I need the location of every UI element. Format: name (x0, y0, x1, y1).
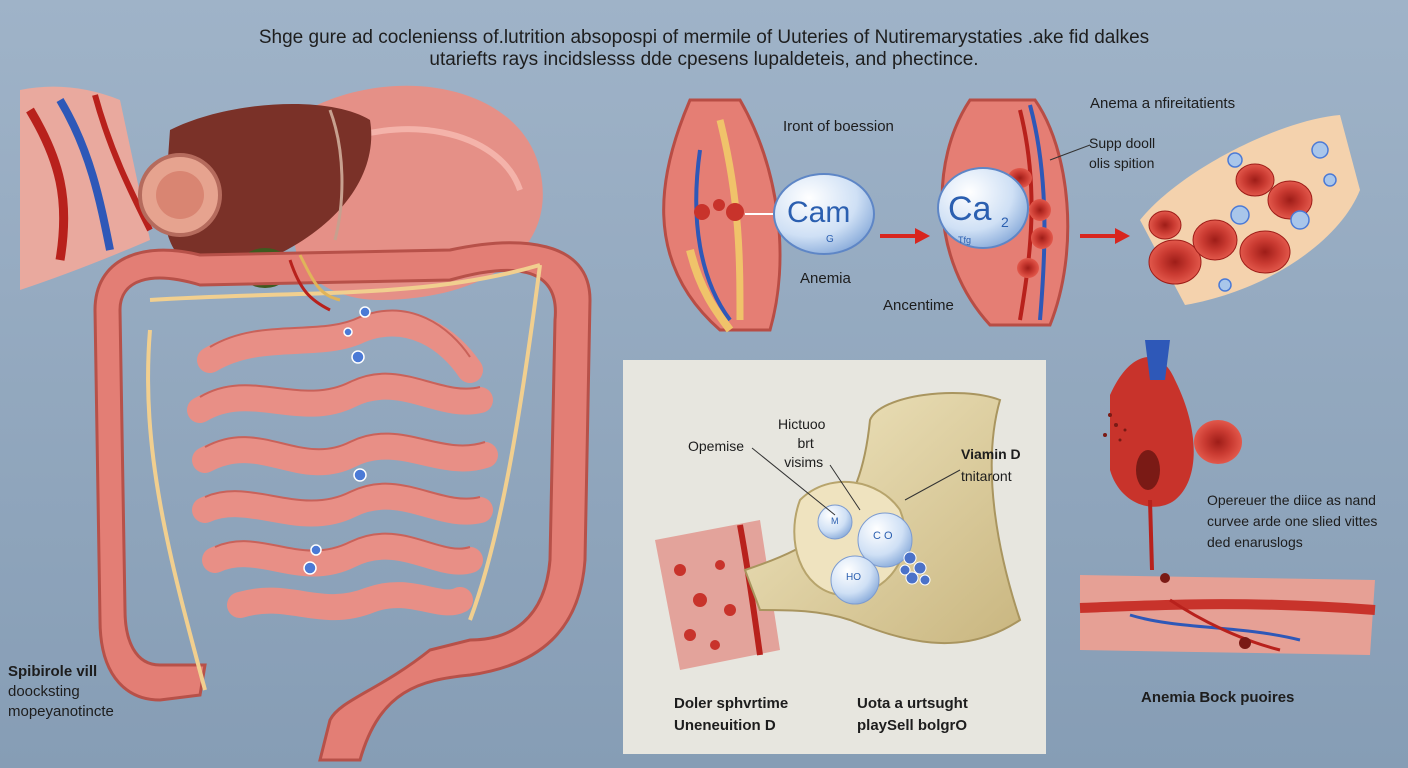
large-intestine (93, 241, 592, 762)
vein (694, 149, 732, 322)
vessel-text: Opereuer the diice as nand curvee arde o… (1207, 490, 1377, 553)
label-ancentime: Ancentime (883, 297, 954, 314)
label-hictuoo-line1: Hictuoo (778, 416, 826, 432)
vessel-text-line3: ded enaruslogs (1207, 534, 1303, 550)
vein (1129, 613, 1301, 642)
tissue-block (20, 86, 150, 291)
molecule-left-sub: G (826, 234, 834, 245)
bone-knuckle (793, 480, 907, 597)
absorption-heading: Iront of boession (783, 118, 894, 135)
liver (164, 103, 372, 274)
blood-drop (1160, 573, 1170, 583)
bone-panel (623, 360, 1046, 754)
vessel-text-line2: curvee arde one slied vittes (1207, 513, 1378, 529)
duct (716, 119, 744, 321)
label-hictuoo-line3: visims (784, 454, 824, 470)
bone-caption-left-line1: Doler sphvrtime (674, 695, 789, 712)
blood-drop (1110, 357, 1194, 507)
intestine-caption: Spibirole vill doocksting mopeyanotincte (8, 662, 114, 722)
absorption-illustration (662, 98, 1360, 333)
intestine-lumen (156, 171, 204, 219)
duct (686, 249, 734, 333)
calcium-molecule-right (937, 167, 1029, 249)
arrow-head (1115, 228, 1130, 244)
artery (1018, 109, 1034, 321)
blood-heading: Anema a nfireitatients (1090, 95, 1236, 112)
vein (56, 97, 114, 251)
molecule-left-label: Cam (787, 196, 851, 229)
blood-sub-line1: Supp dooll (1089, 135, 1156, 151)
calcium-molecule-left (773, 173, 875, 255)
bubble-co-label: C O (873, 530, 893, 542)
small-intestine-outline (199, 309, 486, 552)
red-blood-cells (1148, 163, 1313, 285)
label-opemise: Opemise (688, 438, 745, 454)
bone-caption-right-line2: playSell bolgrO (857, 717, 968, 734)
nutrient-cluster (899, 551, 931, 586)
pointer-line (751, 447, 836, 516)
vessel-text-line1: Opereuer the diice as nand (1207, 492, 1376, 508)
artery (737, 524, 763, 656)
artery (1079, 599, 1376, 615)
intestine-caption-line2: doocksting (8, 683, 80, 700)
small-intestine (187, 310, 498, 621)
tissue-strip (1080, 575, 1375, 655)
molecule-right-label: Ca (948, 190, 992, 228)
blood-sub: Supp dooll olis spition (1089, 133, 1155, 173)
artery (26, 107, 69, 261)
blood-drip (1148, 499, 1154, 571)
intestine-caption-line1: Spibirole vill (8, 663, 98, 680)
mesentery-vessel (149, 263, 541, 302)
nutrient-particles (1218, 141, 1337, 292)
clot (1136, 450, 1160, 490)
artery (92, 94, 153, 232)
molecule-right-sub: 2 (1001, 214, 1009, 230)
pointer-line (1049, 144, 1091, 161)
diagram-title-line2: utariefts rays incidslesss dde cpesens l… (429, 49, 979, 70)
vein (1145, 340, 1170, 380)
molecule-right-small: Tfg (958, 235, 972, 245)
nutrient-particles (303, 306, 371, 575)
blood-sub-line2: olis spition (1089, 155, 1155, 171)
label-hictuoo: Hictuoo brt visims (778, 415, 825, 472)
red-blood-cells (694, 199, 744, 221)
vessel-caption: Anemia Bock puoires (1141, 689, 1295, 706)
molecule-co (857, 512, 913, 568)
diagram-title-line1: Shge gure ad coclenienss of.lutrition ab… (258, 27, 1150, 48)
label-anemia: Anemia (800, 270, 851, 287)
bone-caption-right: Uota a urtsught playSell bolgrO (857, 693, 968, 737)
vessel-illustration (1079, 340, 1376, 655)
blood-droplets (1103, 413, 1127, 442)
label-vitamin-d-line1: Viamin D (961, 446, 1021, 462)
pointer-line (829, 464, 861, 511)
molecule-ho (830, 555, 880, 605)
bone-caption-left: Doler sphvrtime Uneneuition D (674, 693, 788, 737)
ligament (328, 109, 344, 241)
label-hictuoo-line2: brt (797, 435, 814, 451)
mesentery-vessel (146, 329, 207, 691)
arrow-head (915, 228, 930, 244)
bone-caption-left-line2: Uneneuition D (674, 717, 776, 734)
artery (288, 259, 331, 312)
duct (298, 254, 341, 302)
label-vitamin-d: Viamin D tnitaront (961, 443, 1021, 487)
bone-caption-right-line1: Uota a urtsught (857, 695, 968, 712)
bubble-m-label: M (831, 516, 839, 526)
label-vitamin-d-line2: tnitaront (961, 468, 1012, 484)
capillary (1169, 598, 1281, 652)
bubble-ho-label: HO (846, 572, 861, 583)
mesentery-vessel (468, 264, 542, 621)
marrow-cells (674, 560, 736, 650)
digestive-system-illustration (20, 85, 592, 762)
red-blood-cell (1194, 420, 1242, 464)
molecule-m (817, 504, 853, 540)
pointer-line (904, 469, 961, 501)
blood-drop (1239, 637, 1251, 649)
intestine-caption-line3: mopeyanotincte (8, 703, 114, 720)
